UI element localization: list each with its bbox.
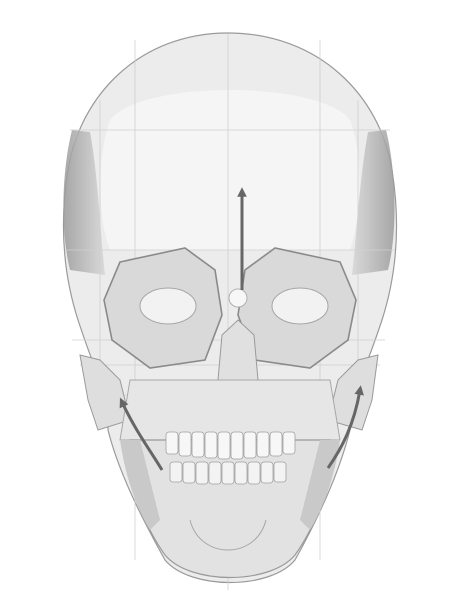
mandible	[130, 440, 330, 578]
right-eye-hollow	[272, 288, 328, 324]
forehead-highlight	[100, 90, 359, 250]
lower-teeth	[170, 462, 286, 484]
left-eye-hollow	[140, 288, 196, 324]
nasion	[229, 289, 247, 307]
maxilla	[120, 380, 340, 440]
